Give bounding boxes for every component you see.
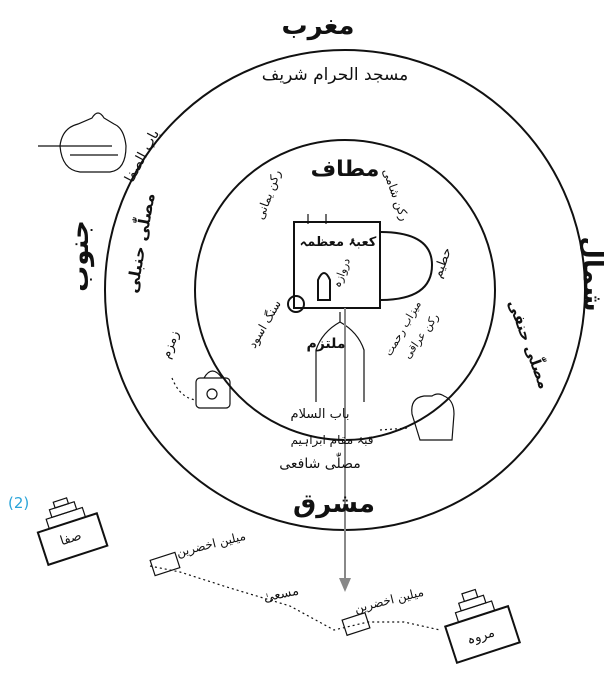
label-hateem: حطیم bbox=[430, 246, 455, 281]
label-masa: مسعیٰ bbox=[262, 584, 300, 606]
label-door: دروازہ bbox=[330, 256, 353, 289]
kaaba bbox=[293, 221, 381, 309]
label-mil-1: میلین اخضرین bbox=[175, 529, 247, 561]
label-maqam-ibrahim: قبۂ مقام ابراہیم bbox=[291, 433, 374, 448]
label-masjid: مسجد الحرام شریف bbox=[262, 65, 408, 85]
masa-path bbox=[149, 565, 441, 631]
label-musalla-shafii: مصلّٰی شافعی bbox=[279, 453, 361, 472]
musalla-hanafi-shape-icon bbox=[411, 393, 455, 441]
label-zamzam: زمزم bbox=[159, 329, 183, 361]
label-marwa: مروہ bbox=[465, 625, 496, 648]
label-bab-safa: باب الصفا bbox=[122, 127, 163, 185]
kaaba-door-arch-icon bbox=[317, 272, 331, 301]
bab-safa-gate-icon bbox=[38, 112, 127, 173]
label-south: جنوب bbox=[65, 220, 95, 292]
axis-arrowhead-icon bbox=[339, 578, 351, 592]
label-musalla-hanafi: مصلّٰی حنفی bbox=[504, 296, 556, 391]
label-east: مشرق bbox=[293, 489, 375, 519]
hajar-aswad-marker bbox=[287, 295, 305, 313]
label-rukn-yamani: رکن یمانی bbox=[253, 168, 285, 222]
label-mil-2: میلین اخضرین bbox=[353, 585, 425, 617]
hateem-arc bbox=[379, 231, 434, 301]
label-multazam: ملتزم bbox=[306, 336, 345, 352]
figure-number: (2) bbox=[8, 494, 30, 512]
label-bab-salam: باب السلام bbox=[291, 407, 350, 422]
label-north: شمال bbox=[577, 236, 604, 311]
safa-building-icon bbox=[36, 497, 109, 567]
marwa-building-icon bbox=[443, 588, 522, 664]
zamzam-shape-icon bbox=[195, 370, 231, 409]
label-west: مغرب bbox=[281, 11, 354, 41]
label-kaaba: کعبۂ معظمہ bbox=[300, 235, 377, 250]
label-musalla-hanbali: مصلّٰی حنبلی bbox=[119, 191, 159, 295]
maqam-ibrahim-dome-icon bbox=[315, 312, 365, 402]
label-hajar-aswad: سنگ اسود bbox=[245, 297, 285, 351]
label-rukn-shami: رکن شامی bbox=[379, 167, 412, 224]
mil-marker-2 bbox=[341, 611, 371, 637]
label-mataf: مطاف bbox=[311, 157, 380, 182]
mil-marker-1 bbox=[149, 551, 181, 577]
label-safa: صفا bbox=[58, 528, 83, 549]
